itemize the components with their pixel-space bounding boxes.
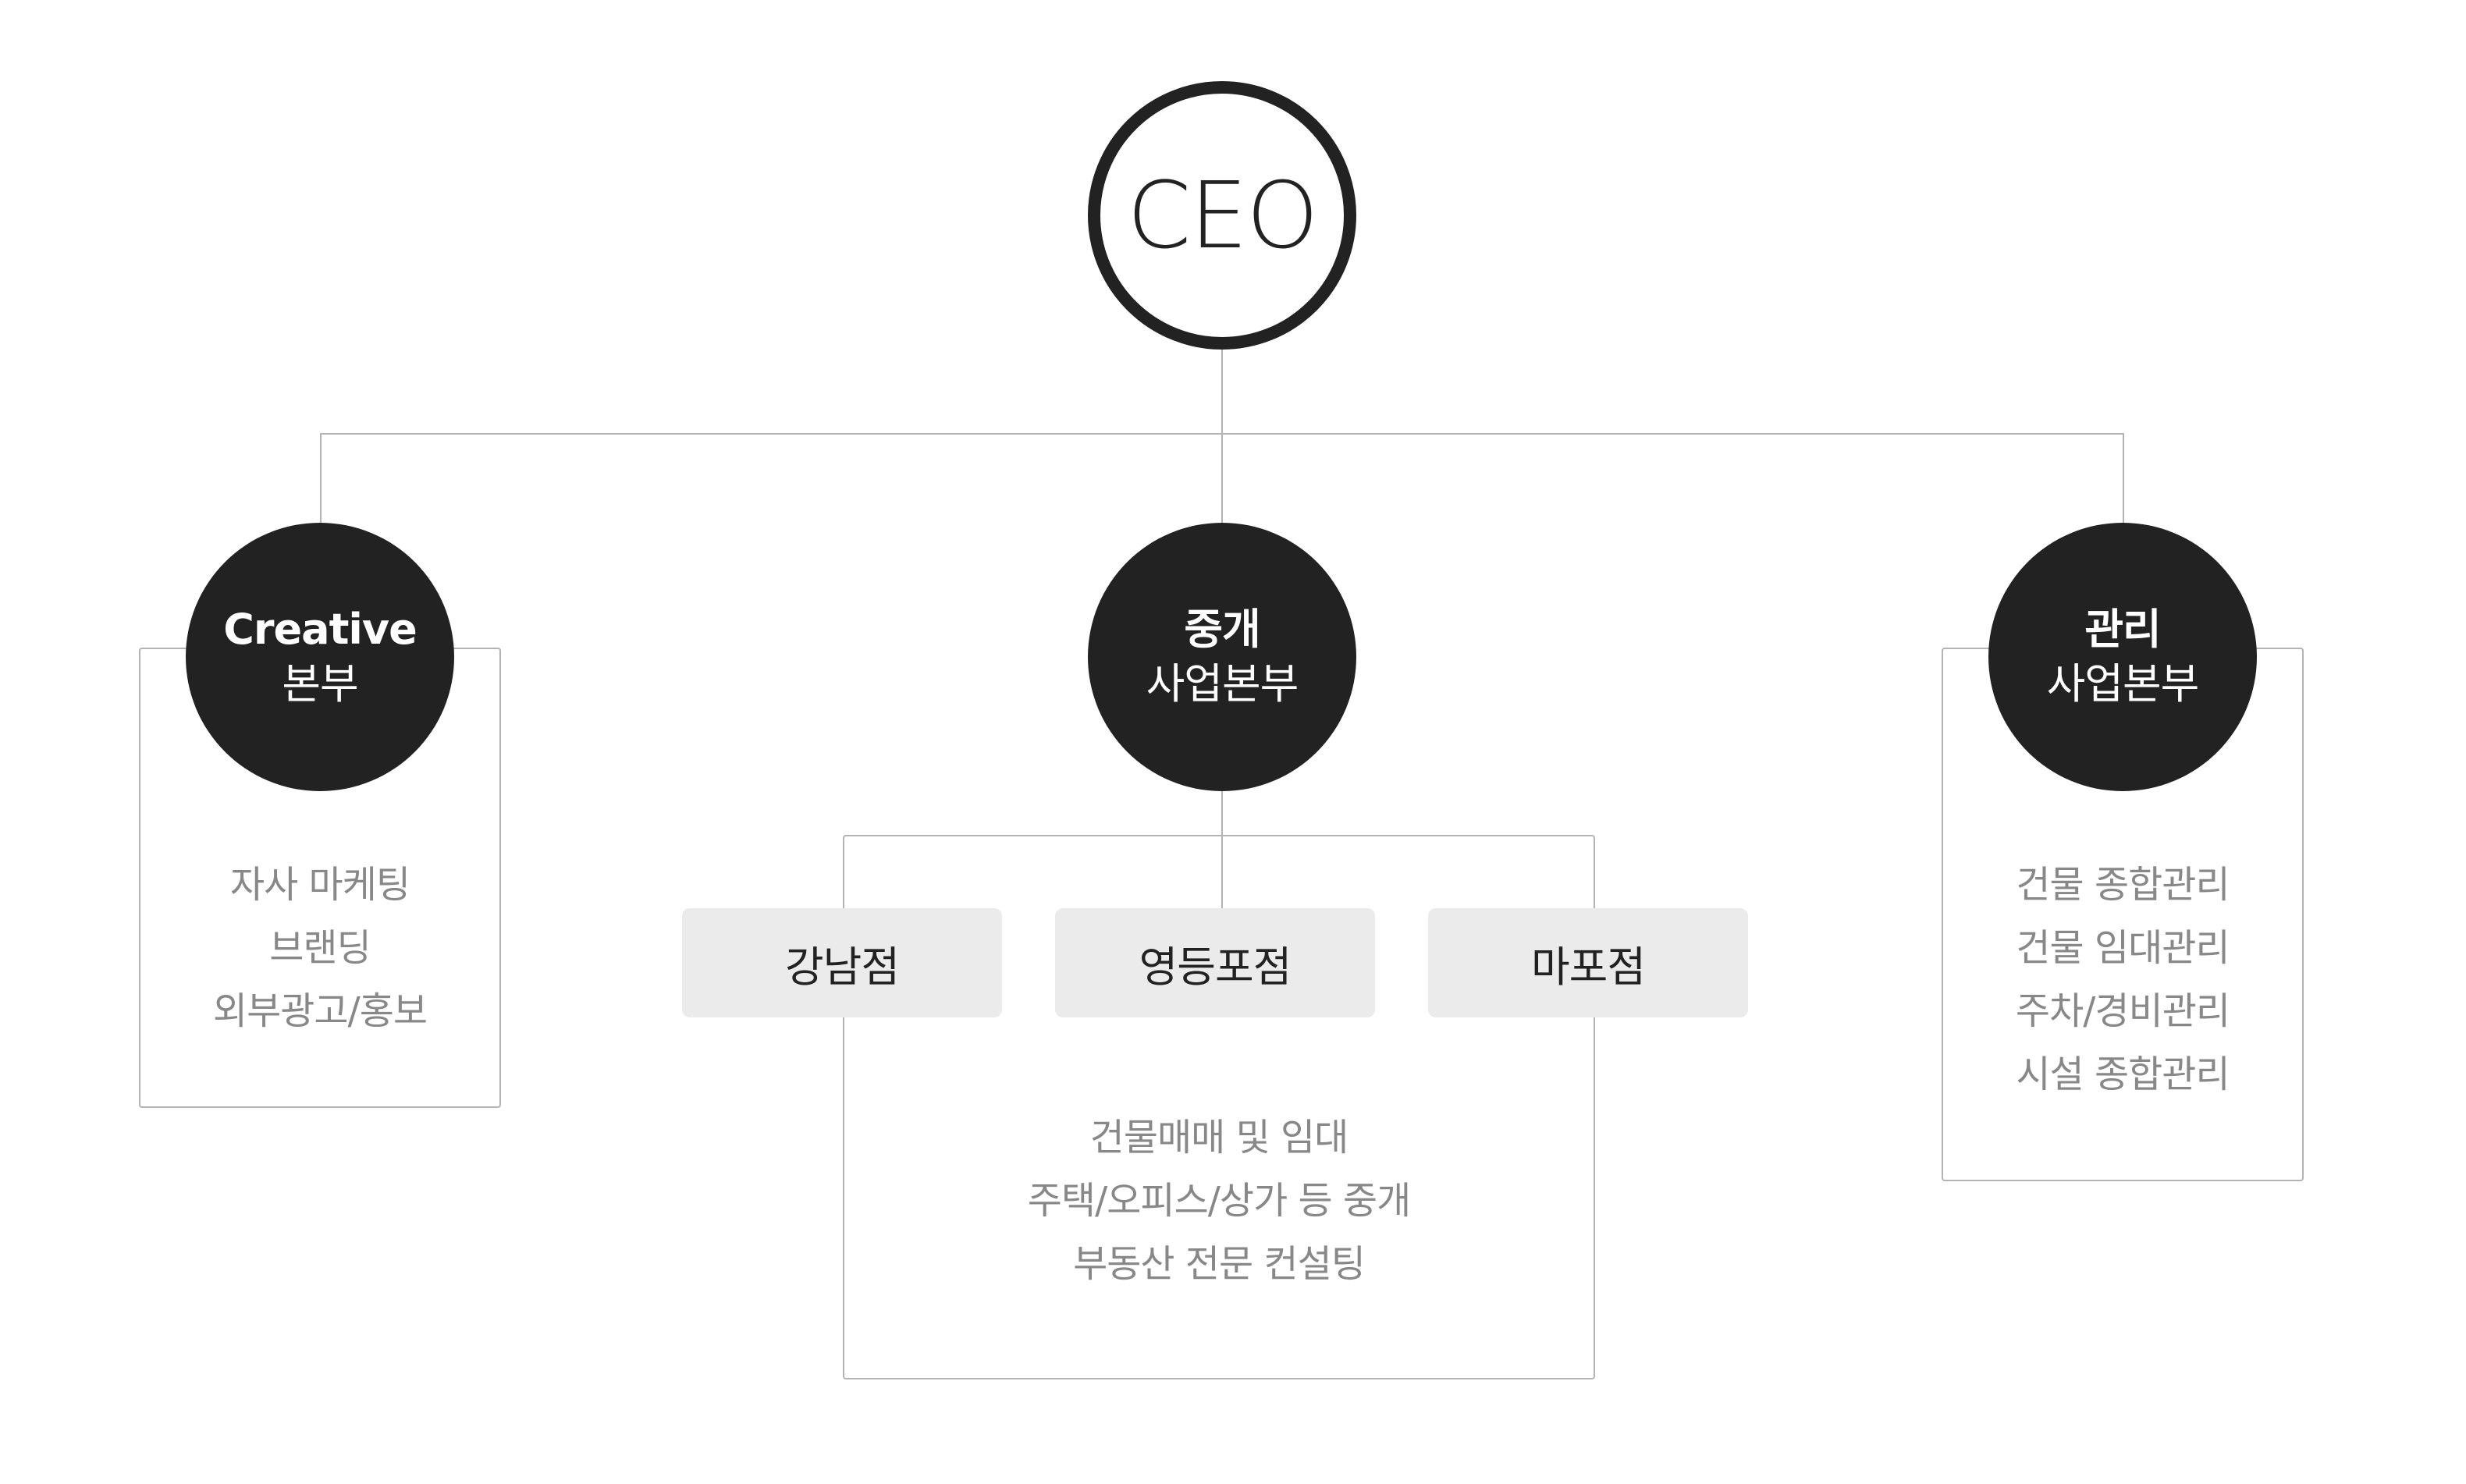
connector-top-horizontal: [320, 433, 2124, 435]
branch-gangnam: 강남점: [682, 908, 1002, 1017]
brokerage-node: 중개 사업본부: [1088, 523, 1356, 791]
branch-label: 강남점: [784, 942, 900, 992]
duty-item: 부동산 전문 컨설팅: [1073, 1242, 1366, 1286]
duty-item: 시설 종합관리: [2016, 1053, 2230, 1096]
duty-item: 건물 종합관리: [2016, 863, 2230, 907]
duty-item: 건물 임대관리: [2016, 926, 2230, 970]
creative-subtitle: 본부: [282, 659, 358, 708]
branch-label: 영등포점: [1139, 942, 1292, 992]
branch-yeongdeungpo: 영등포점: [1055, 908, 1375, 1017]
duty-item: 자사 마케팅: [229, 863, 410, 907]
brokerage-subtitle: 사업본부: [1146, 659, 1299, 708]
branch-label: 마포점: [1530, 942, 1646, 992]
duty-item: 주차/경비관리: [2015, 989, 2230, 1033]
connector-brokerage-down: [1221, 791, 1223, 908]
management-subtitle: 사업본부: [2046, 659, 2200, 708]
ceo-node: CEO: [1088, 81, 1356, 350]
management-duty-list: 건물 종합관리 건물 임대관리 주차/경비관리 시설 종합관리: [1942, 854, 2304, 1106]
brokerage-duty-list: 건물매매 및 임대 주택/오피스/상가 등 중개 부동산 전문 컨설팅: [843, 1106, 1595, 1296]
duty-item: 브랜딩: [269, 926, 371, 970]
creative-title: Creative: [223, 604, 417, 654]
management-node: 관리 사업본부: [1988, 523, 2257, 791]
ceo-label: CEO: [1127, 162, 1319, 269]
connector-management: [2123, 433, 2124, 523]
connector-creative: [320, 433, 322, 523]
creative-node: Creative 본부: [186, 523, 454, 791]
brokerage-duties-box: [843, 835, 1595, 1379]
duty-item: 주택/오피스/상가 등 중개: [1027, 1179, 1411, 1223]
duty-item: 건물매매 및 임대: [1089, 1116, 1349, 1159]
brokerage-title: 중개: [1184, 604, 1260, 654]
branch-mapo: 마포점: [1428, 908, 1748, 1017]
connector-ceo-down: [1221, 350, 1223, 523]
management-title: 관리: [2084, 604, 2161, 654]
creative-duty-list: 자사 마케팅 브랜딩 외부광고/홍보: [139, 854, 501, 1043]
duty-item: 외부광고/홍보: [212, 989, 428, 1033]
